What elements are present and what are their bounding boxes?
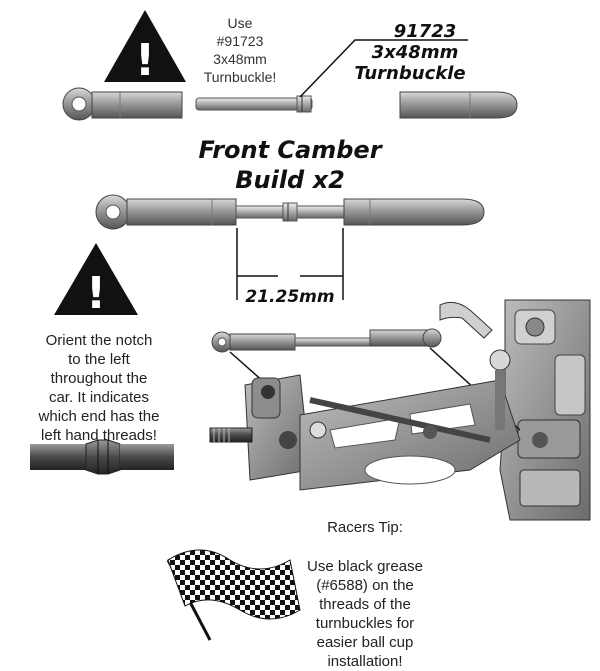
use-note-line: #91723: [216, 33, 264, 49]
part-number: 91723: [393, 21, 457, 42]
racers-tip-body: Use black grease (#6588) on the threads …: [275, 557, 455, 671]
racers-tip-line: Use black grease: [307, 558, 423, 575]
racers-tip-line: (#6588) on the: [316, 577, 414, 594]
orient-note-line: which end has the: [38, 408, 160, 425]
orient-note-line: left hand threads!: [41, 427, 157, 444]
part-name: Turnbuckle: [354, 63, 466, 84]
ball-cup-left: [62, 87, 183, 121]
warning-triangle-icon: !: [54, 243, 138, 319]
orient-notch-note: Orient the notch to the left throughout …: [14, 331, 184, 445]
dimension-label: 21.25mm: [245, 287, 335, 307]
svg-text:!: !: [86, 268, 106, 319]
racers-tip-line: easier ball cup: [316, 634, 414, 651]
build-title-line: Build x2: [235, 166, 345, 194]
ball-cup-right: [399, 91, 518, 119]
dimension-marker: [236, 228, 344, 300]
warning-triangle-icon: !: [104, 10, 186, 86]
assembled-camber-link: [95, 194, 485, 230]
orient-note-line: car. It indicates: [48, 389, 150, 406]
racers-tip-line: threads of the: [319, 596, 411, 613]
use-note-line: Use: [227, 15, 253, 31]
use-note-line: 3x48mm: [213, 51, 267, 67]
notch-closeup: [30, 439, 174, 475]
orient-note-line: Orient the notch: [45, 332, 153, 349]
build-title-line: Front Camber: [198, 136, 382, 164]
svg-text:!: !: [135, 35, 155, 86]
turnbuckle-rod: [195, 95, 313, 113]
orient-note-line: to the left: [68, 351, 130, 368]
racers-tip-line: installation!: [327, 653, 403, 670]
racers-tip-heading: Racers Tip:: [327, 519, 403, 536]
use-note-line: Turnbuckle!: [203, 69, 277, 85]
part-size: 3x48mm: [371, 42, 459, 63]
use-turnbuckle-note: Use #91723 3x48mm Turnbuckle!: [195, 14, 285, 86]
orient-note-line: throughout the: [50, 370, 148, 387]
build-title: Front Camber Build x2: [180, 135, 400, 195]
part-leader-line: [299, 39, 468, 98]
racers-tip-line: turnbuckles for: [315, 615, 415, 632]
car-assembly-illustration: [209, 299, 591, 521]
checkered-flag-icon: [166, 549, 301, 641]
